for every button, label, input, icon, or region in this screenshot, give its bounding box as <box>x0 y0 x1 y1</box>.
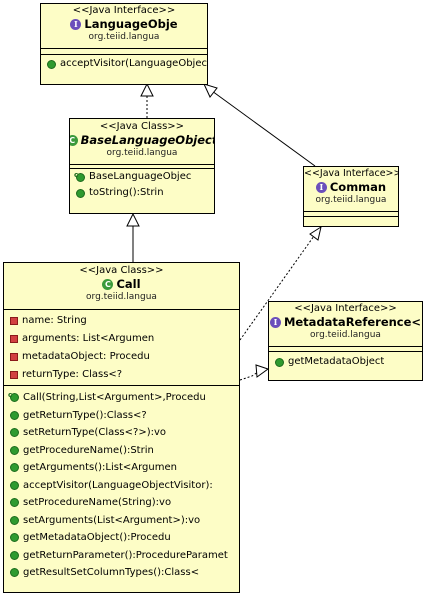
method-row: setProcedureName(String):vo <box>4 494 239 512</box>
public-method-icon <box>10 568 19 578</box>
class-header: <<Java Class>> C Call org.teiid.langua <box>4 263 239 303</box>
method-row: getMetadataObject <box>269 354 422 370</box>
methods-separator <box>269 351 422 352</box>
public-method-icon <box>10 463 19 473</box>
methods-compartment: Call(String,List<Argument>,Procedu getRe… <box>4 386 239 582</box>
call-implements-command-arrowhead <box>309 225 322 241</box>
public-method-icon <box>10 550 19 560</box>
public-method-icon <box>10 480 19 490</box>
class-title: I LanguageObje <box>41 17 207 32</box>
class-title: I MetadataReference< <box>269 315 422 330</box>
public-method-icon <box>10 533 19 543</box>
field-row: metadataObject: Procedu <box>4 348 239 366</box>
constructor-icon <box>74 169 85 183</box>
class-name: MetadataReference< <box>283 315 422 329</box>
stereotype-label: <<Java Class>> <box>79 265 164 276</box>
stereotype-label: <<Java Class>> <box>99 121 185 132</box>
class-title: I Comman <box>304 180 398 195</box>
private-field-icon <box>10 371 18 379</box>
class-name: Call <box>116 277 141 291</box>
stereotype-label: <<Java Interface>> <box>72 5 176 16</box>
class-icon: C <box>102 279 114 290</box>
field-row: returnType: Class<? <box>4 366 239 384</box>
methods-separator <box>304 216 398 217</box>
method-row: getArguments():List<Argumen <box>4 459 239 477</box>
class-box-metadata-reference[interactable]: <<Java Interface>> I MetadataReference< … <box>268 301 423 381</box>
public-method-icon <box>10 515 19 525</box>
class-box-language-object[interactable]: <<Java Interface>> I LanguageObje org.te… <box>40 3 208 85</box>
call-extends-base-arrowhead <box>126 212 140 227</box>
class-name: BaseLanguageObject <box>80 133 214 147</box>
class-title: C BaseLanguageObject <box>70 133 214 148</box>
method-row: getMetadataObject():Procedu <box>4 529 239 547</box>
method-row: BaseLanguageObjec <box>70 169 214 185</box>
class-header: <<Java Interface>> I LanguageObje org.te… <box>41 4 207 43</box>
abstract-class-icon: C <box>70 135 78 146</box>
public-method-icon <box>10 428 19 438</box>
class-name: Comman <box>329 180 387 194</box>
interface-icon: I <box>269 317 281 328</box>
fields-separator <box>269 346 422 347</box>
interface-icon: I <box>70 19 82 30</box>
package-label: org.teiid.langua <box>310 330 381 340</box>
class-header: <<Java Interface>> I MetadataReference< … <box>269 302 422 341</box>
private-field-icon <box>10 317 18 325</box>
method-row: setArguments(List<Argument>):vo <box>4 512 239 530</box>
call-implements-metadata-arrowhead <box>255 364 270 378</box>
package-label: org.teiid.langua <box>106 148 178 158</box>
method-row: acceptVisitor(LanguageObjectVisitor): <box>41 56 207 72</box>
fields-separator <box>4 309 239 310</box>
call-implements-metadata-line <box>239 371 259 381</box>
interface-icon: I <box>315 182 327 193</box>
method-row: getProcedureName():Strin <box>4 442 239 460</box>
methods-separator <box>70 168 214 169</box>
fields-compartment: name: String arguments: List<Argumen met… <box>4 310 239 385</box>
call-implements-command-line <box>239 235 315 341</box>
class-box-base-language-object[interactable]: <<Java Class>> C BaseLanguageObject org.… <box>69 118 215 214</box>
public-method-icon <box>10 445 19 455</box>
package-label: org.teiid.langua <box>315 195 387 205</box>
command-extends-language-arrowhead <box>203 83 218 98</box>
command-extends-language-line <box>211 90 316 167</box>
methods-separator <box>4 385 239 386</box>
class-box-command[interactable]: <<Java Interface>> I Comman org.teiid.la… <box>303 166 399 227</box>
method-row: acceptVisitor(LanguageObjectVisitor): <box>4 477 239 495</box>
public-method-icon <box>10 498 19 508</box>
public-method-icon <box>76 188 85 198</box>
public-method-icon <box>10 410 19 420</box>
methods-separator <box>41 54 207 55</box>
method-row: setReturnType(Class<?>):vo <box>4 424 239 442</box>
package-label: org.teiid.langua <box>88 32 160 42</box>
fields-separator <box>41 48 207 49</box>
class-name: LanguageObje <box>84 17 178 31</box>
method-row: getReturnType():Class<? <box>4 407 239 425</box>
class-header: <<Java Class>> C BaseLanguageObject org.… <box>70 119 214 159</box>
public-method-icon <box>47 59 56 69</box>
class-title: C Call <box>4 277 239 292</box>
method-row: Call(String,List<Argument>,Procedu <box>4 389 239 407</box>
method-row: getResultSetColumnTypes():Class< <box>4 564 239 582</box>
method-row: toString():Strin <box>70 185 214 201</box>
stereotype-label: <<Java Interface>> <box>294 303 397 314</box>
stereotype-label: <<Java Interface>> <box>304 168 398 179</box>
method-row: getReturnParameter():ProcedureParamet <box>4 547 239 565</box>
private-field-icon <box>10 353 18 361</box>
public-method-icon <box>275 357 284 367</box>
field-row: arguments: List<Argumen <box>4 330 239 348</box>
constructor-icon <box>8 389 19 405</box>
private-field-icon <box>10 335 18 343</box>
fields-separator <box>70 164 214 165</box>
field-row: name: String <box>4 312 239 330</box>
fields-separator <box>304 211 398 212</box>
class-header: <<Java Interface>> I Comman org.teiid.la… <box>304 167 398 206</box>
class-box-call[interactable]: <<Java Class>> C Call org.teiid.langua n… <box>3 262 240 593</box>
base-implements-language-arrowhead <box>140 82 154 97</box>
package-label: org.teiid.langua <box>86 292 157 302</box>
